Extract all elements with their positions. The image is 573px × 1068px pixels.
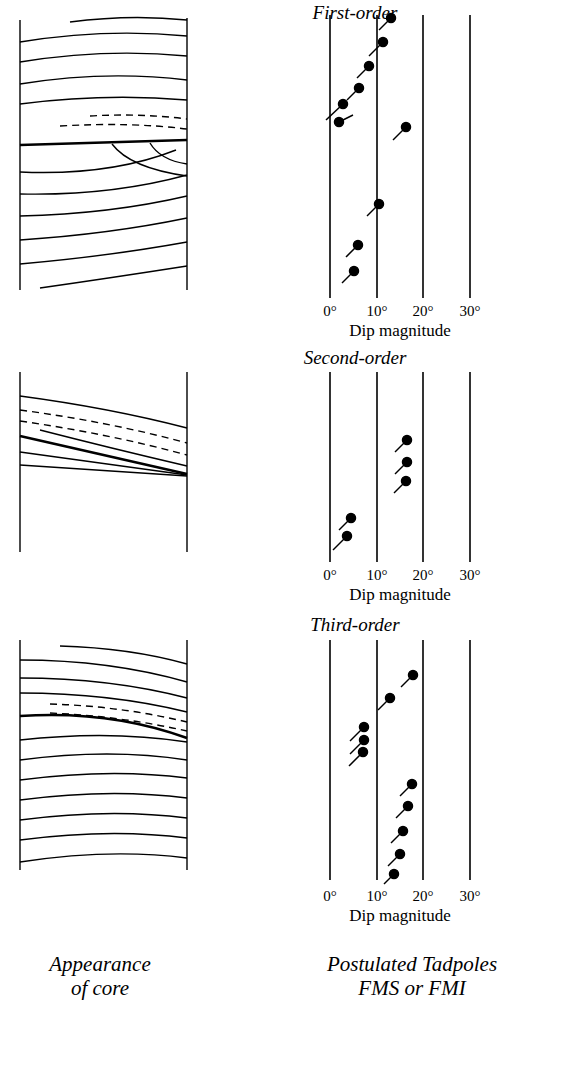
axis-tick-label: 30° — [460, 303, 481, 320]
column-caption: Appearance of core — [44, 952, 156, 1000]
third-order-core — [20, 640, 187, 870]
axis-title: Dip magnitude — [349, 321, 451, 341]
dip-magnitude-axes — [330, 15, 470, 880]
axis-tick-label: 30° — [460, 567, 481, 584]
axis-tick-label: 20° — [413, 567, 434, 584]
axis-tick-label: 30° — [460, 888, 481, 905]
axis-tick-label: 20° — [413, 303, 434, 320]
tadpole-symbols — [326, 14, 418, 885]
panel-title: Second-order — [304, 347, 407, 369]
axis-tick-label: 10° — [367, 567, 388, 584]
panel-title: First-order — [313, 2, 398, 24]
first-order-core — [20, 17, 187, 290]
column-caption: Postulated Tadpoles FMS or FMI — [310, 952, 515, 1000]
second-order-core — [20, 372, 187, 552]
axis-tick-label: 10° — [367, 303, 388, 320]
axis-tick-label: 20° — [413, 888, 434, 905]
axis-title: Dip magnitude — [349, 906, 451, 926]
axis-tick-label: 10° — [367, 888, 388, 905]
axis-tick-label: 0° — [323, 303, 337, 320]
axis-tick-label: 0° — [323, 567, 337, 584]
panel-title: Third-order — [310, 614, 399, 636]
axis-title: Dip magnitude — [349, 585, 451, 605]
axis-tick-label: 0° — [323, 888, 337, 905]
